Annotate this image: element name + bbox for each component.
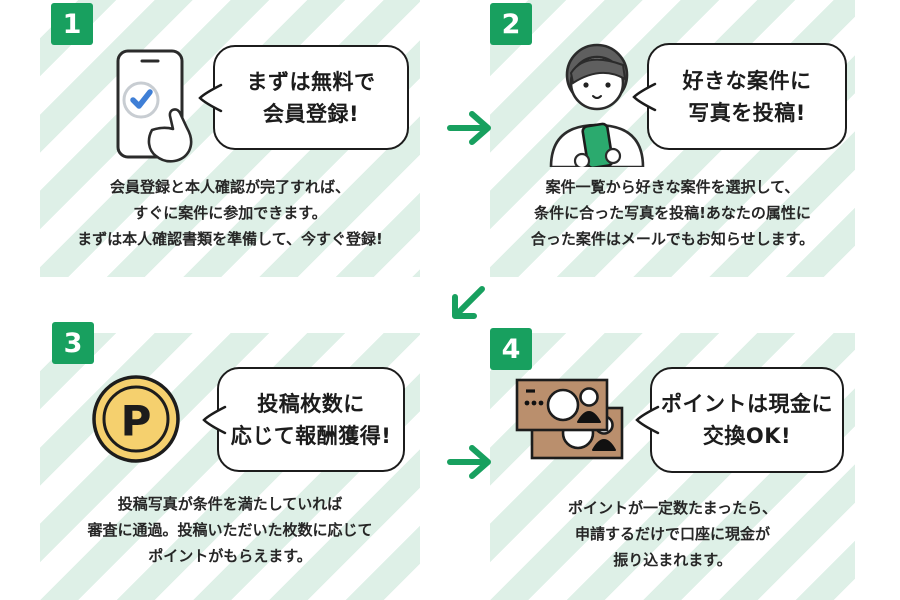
description-line: 条件に合った写真を投稿!あなたの属性に bbox=[534, 204, 811, 222]
step-3-number-badge: 3 bbox=[52, 322, 94, 364]
step-number: 3 bbox=[63, 327, 83, 359]
banknotes-icon bbox=[515, 378, 624, 460]
bubble-tail bbox=[202, 405, 227, 434]
bubble-text-line1: 投稿枚数に bbox=[257, 391, 365, 416]
front-banknote bbox=[515, 378, 609, 432]
description-line: 審査に通過。投稿いただいた枚数に応じて bbox=[87, 521, 373, 539]
bubble-tail bbox=[632, 82, 657, 111]
step-4-panel: 4 bbox=[490, 328, 855, 600]
step-4-number-badge: 4 bbox=[490, 328, 532, 370]
bubble-tail bbox=[635, 405, 660, 435]
step-1-description: 会員登録と本人確認が完了すれば、 すぐに案件に参加できます。 まずは本人確認書類… bbox=[40, 174, 420, 252]
step-1-number-badge: 1 bbox=[51, 3, 93, 45]
description-line: 振り込まれます。 bbox=[613, 551, 732, 569]
description-line: ポイントが一定数たまったら、 bbox=[568, 499, 777, 517]
bubble-tail bbox=[198, 83, 223, 112]
phone-register-icon bbox=[116, 49, 193, 163]
description-line: 会員登録と本人確認が完了すれば、 bbox=[109, 178, 350, 196]
point-coin-icon: P bbox=[92, 375, 180, 463]
bubble-text-line2: 応じて報酬獲得! bbox=[230, 423, 392, 448]
step-2-panel: 2 好きな案件に 写真を投稿! 案件一覧から好きな案件を選択して、 bbox=[490, 0, 855, 277]
arrow-right-step1-to-step2-icon bbox=[447, 111, 491, 145]
step-3-description: 投稿写真が条件を満たしていれば 審査に通過。投稿いただいた枚数に応じて ポイント… bbox=[40, 491, 420, 569]
step-2-number-badge: 2 bbox=[490, 3, 532, 45]
bubble-text-line1: まずは無料で bbox=[246, 69, 376, 94]
bubble-text-line1: ポイントは現金に bbox=[661, 392, 833, 416]
step-number: 2 bbox=[501, 8, 521, 40]
description-line: ポイントがもらえます。 bbox=[148, 547, 312, 565]
coin-letter: P bbox=[121, 397, 152, 446]
step-4-speech-bubble: ポイントは現金に 交換OK! bbox=[635, 367, 844, 473]
description-line: すぐに案件に参加できます。 bbox=[133, 204, 327, 222]
step-number: 4 bbox=[501, 333, 521, 365]
description-line: 投稿写真が条件を満たしていれば bbox=[117, 495, 343, 513]
bubble-text-line2: 写真を投稿! bbox=[688, 100, 806, 125]
step-1-panel: 1 まずは無料で 会員登録! 会員登録と本人確認が完了すれば、 すぐに案件に参加… bbox=[40, 0, 420, 277]
step-2-description: 案件一覧から好きな案件を選択して、 条件に合った写真を投稿!あなたの属性に 合っ… bbox=[490, 174, 855, 252]
step-3-panel: 3 P 投稿枚数に 応じて報酬獲得! 投稿写真が条件を満たしていれば 審査に通過… bbox=[40, 322, 420, 600]
description-line: まずは本人確認書類を準備して、今すぐ登録! bbox=[77, 230, 383, 248]
bubble-text-line2: 会員登録! bbox=[262, 101, 360, 126]
bubble-text-line1: 好きな案件に bbox=[682, 68, 812, 93]
step-4-description: ポイントが一定数たまったら、 申請するだけで口座に現金が 振り込まれます。 bbox=[490, 495, 855, 573]
step-number: 1 bbox=[62, 8, 82, 40]
arrow-down-left-step2-to-step3-icon bbox=[452, 286, 485, 319]
bubble-text-line2: 交換OK! bbox=[702, 424, 792, 448]
description-line: 案件一覧から好きな案件を選択して、 bbox=[545, 178, 800, 196]
description-line: 合った案件はメールでもお知らせします。 bbox=[530, 230, 815, 248]
arrow-right-step3-to-step4-icon bbox=[447, 445, 491, 479]
step-2-speech-bubble: 好きな案件に 写真を投稿! bbox=[632, 43, 847, 150]
step-1-speech-bubble: まずは無料で 会員登録! bbox=[198, 45, 409, 150]
step-3-speech-bubble: 投稿枚数に 応じて報酬獲得! bbox=[202, 367, 405, 472]
description-line: 申請するだけで口座に現金が bbox=[574, 525, 770, 543]
person-posting-photo-icon bbox=[549, 43, 645, 167]
